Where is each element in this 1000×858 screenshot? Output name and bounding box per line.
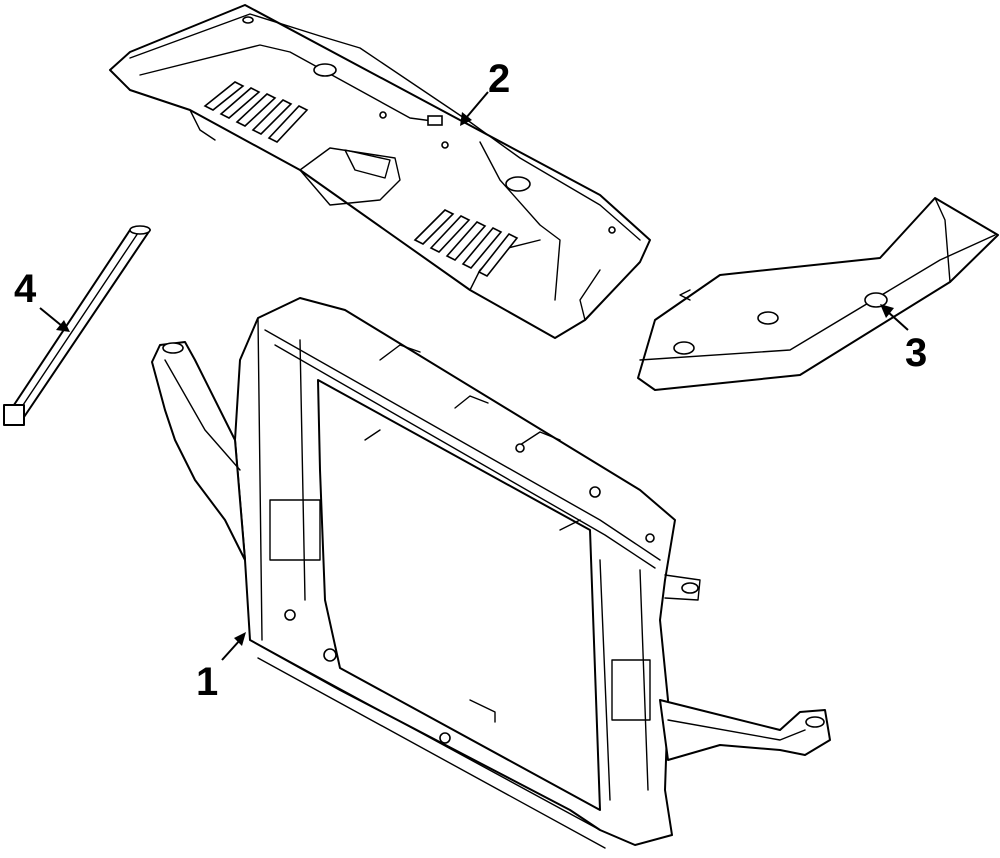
mount-hole <box>645 533 655 543</box>
mount-hole <box>242 16 254 24</box>
callout-label: 3 <box>905 331 927 375</box>
mount-hole <box>673 341 695 355</box>
mount-hole <box>608 226 616 234</box>
clip-slot <box>427 115 443 126</box>
rod-foot <box>3 404 25 426</box>
mount-hole <box>589 486 601 498</box>
mount-hole <box>441 141 449 149</box>
mount-hole <box>515 443 525 453</box>
mount-hole <box>757 311 779 325</box>
vent-slots-right <box>413 209 519 278</box>
callout-2: 2 <box>460 57 510 126</box>
mount-hole <box>379 111 387 119</box>
radiator-support[interactable] <box>234 297 676 849</box>
mount-hole <box>284 609 296 621</box>
support-rod[interactable] <box>3 225 151 426</box>
mount-hole <box>864 292 888 308</box>
callout-label: 2 <box>488 57 510 101</box>
callout-1: 1 <box>196 632 246 704</box>
mount-hole <box>505 176 531 192</box>
vent-slots-left <box>203 81 309 143</box>
callout-label: 4 <box>14 267 37 311</box>
radiator-opening <box>317 379 601 811</box>
mount-hole <box>313 63 337 77</box>
upper-cover-panel[interactable] <box>109 4 651 339</box>
callout-4: 4 <box>14 267 70 332</box>
side-air-deflector[interactable] <box>637 197 999 391</box>
rod-end <box>129 225 151 235</box>
mount-hole <box>323 648 337 662</box>
mount-hole <box>439 732 451 744</box>
left-side-bracket <box>151 341 246 561</box>
callout-label: 1 <box>196 660 218 704</box>
right-side-bracket <box>659 574 831 761</box>
callout-3: 3 <box>880 304 927 375</box>
